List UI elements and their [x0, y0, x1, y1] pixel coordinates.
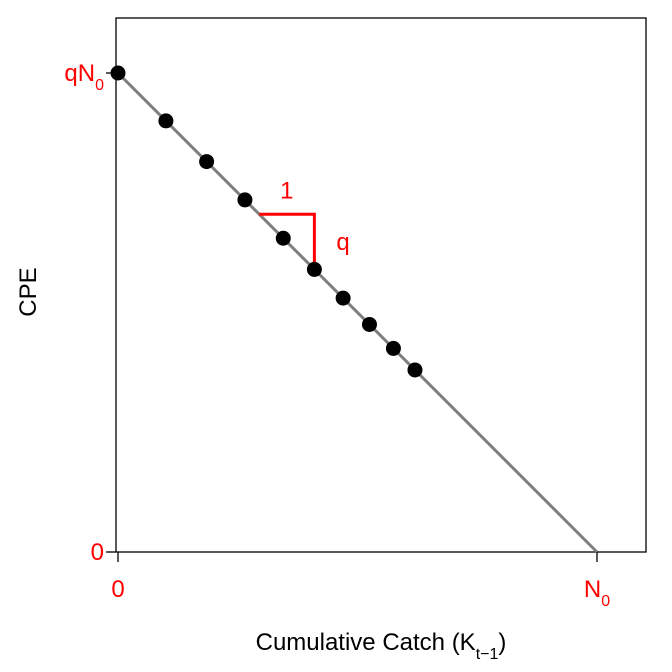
x-tick-label-0: 0	[111, 576, 124, 603]
slope-run-label: 1	[280, 177, 293, 204]
slope-triangle	[259, 212, 316, 270]
x-axis-label: Cumulative Catch (Kt−1)	[256, 629, 507, 663]
data-point-4	[275, 230, 291, 246]
x-axis-label-subscript: t−1	[476, 646, 499, 663]
data-point-3	[237, 192, 253, 208]
x-axis-label-close: )	[498, 629, 506, 656]
y-tick-label-1: qN0	[64, 60, 104, 94]
data-point-2	[199, 154, 215, 170]
y-tick-label-sub-1: 0	[95, 77, 104, 94]
x-tick-label-sub-1: 0	[601, 593, 610, 610]
data-point-5	[306, 261, 322, 277]
slope-rise-label: q	[336, 229, 349, 256]
data-point-9	[407, 362, 423, 378]
data-point-6	[335, 290, 351, 306]
y-axis-label: CPE	[15, 267, 42, 316]
data-point-1	[158, 113, 174, 129]
y-tick-label-0: 0	[91, 539, 104, 566]
fit-line	[116, 71, 599, 554]
data-point-8	[385, 340, 401, 356]
x-tick-label-1: N0	[584, 576, 610, 610]
data-point-0	[110, 65, 126, 81]
plot-frame	[115, 17, 647, 553]
data-point-7	[361, 316, 377, 332]
